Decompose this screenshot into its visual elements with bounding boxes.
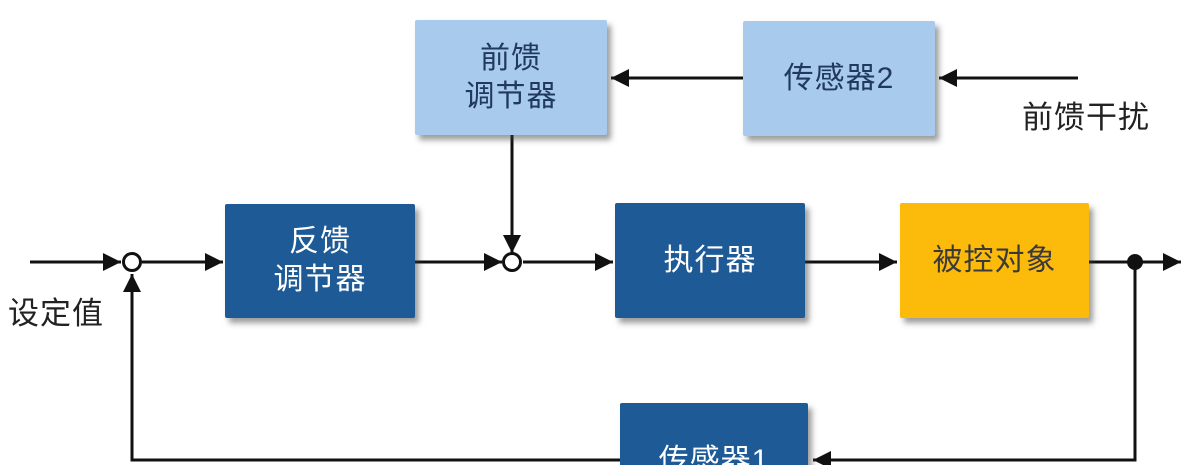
block-label-line: 调节器 (464, 79, 558, 113)
label-setpoint: 设定值 (8, 296, 104, 331)
block-label: 传感器2 (783, 61, 895, 95)
block-actuator: 执行器 (615, 203, 805, 318)
block-label: 传感器1 (658, 443, 770, 465)
summing-junction-1 (122, 252, 142, 272)
label-disturbance: 前馈干扰 (1022, 100, 1150, 135)
block-label-line: 前馈 (480, 41, 542, 75)
block-sensor1: 传感器1 (620, 403, 808, 465)
block-label-line: 反馈 (289, 225, 351, 258)
block-feedforward-regulator: 前馈 调节器 (415, 20, 607, 135)
block-sensor2: 传感器2 (743, 21, 935, 136)
block-label: 被控对象 (932, 243, 1057, 277)
block-feedback-regulator: 反馈 调节器 (225, 204, 415, 318)
block-label: 执行器 (663, 243, 757, 277)
block-label-line: 调节器 (273, 263, 367, 296)
summing-junction-2 (502, 252, 522, 272)
link-sensor1-sum1 (123, 274, 620, 462)
branch-dot (1127, 254, 1143, 270)
block-plant: 被控对象 (900, 203, 1089, 318)
link-branch-sensor1 (813, 262, 1137, 465)
